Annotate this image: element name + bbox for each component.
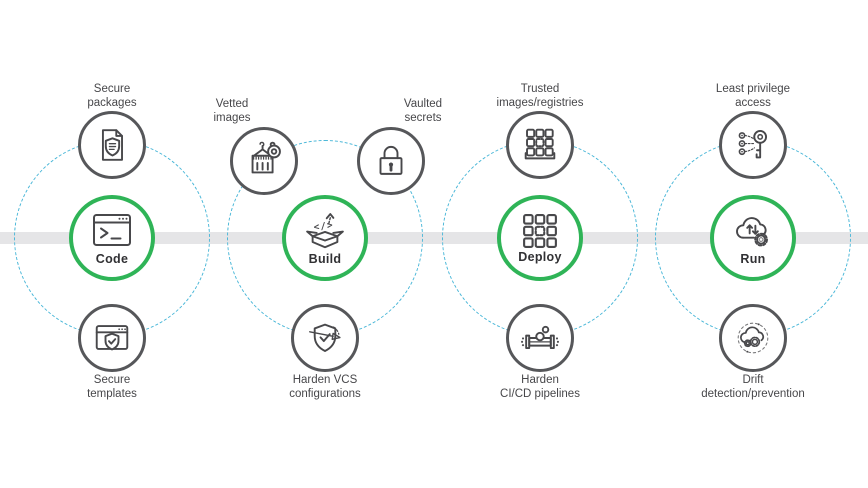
label-harden-vcs: Harden VCS configurations [289,374,361,400]
stage-circle-run: Run [710,195,796,281]
grid-tray-icon [524,128,556,160]
satellite-harden-vcs [291,304,359,372]
stage-circle-build: </> Build [282,195,368,281]
satellite-secure-packages [78,111,146,179]
label-secure-packages: Secure packages [87,83,137,109]
stage-circle-code: Code [69,195,155,281]
open-box-code-icon: </> [306,212,344,248]
pipeline-valve-icon [521,325,559,349]
padlock-icon [379,145,403,175]
label-vetted-images: Vetted images [213,98,251,124]
satellite-vetted-images [230,127,298,195]
code-glyph: </> [313,219,334,232]
satellite-harden-cicd [506,304,574,372]
satellite-least-privilege [719,111,787,179]
pipeline-bar [0,232,868,244]
label-trusted-images: Trusted images/registries [496,83,584,109]
key-access-icon [738,130,768,159]
satellite-drift-detection [719,304,787,372]
label-drift-detection: Drift detection/prevention [701,374,805,400]
cloud-gears-orbit-icon [737,322,769,354]
stage-label-run: Run [740,251,766,266]
stage-label-build: Build [308,251,342,266]
shield-check-pencil-icon [309,323,341,352]
cloud-sync-gear-icon [736,216,768,246]
container-crane-icon [251,141,281,174]
satellite-vaulted-secrets [357,127,425,195]
satellite-secure-templates [78,304,146,372]
label-harden-cicd: Harden CI/CD pipelines [500,374,580,400]
stage-label-deploy: Deploy [518,249,562,264]
terminal-window-icon [93,213,131,246]
grid-squares-icon [523,213,557,248]
stage-label-code: Code [95,251,129,266]
label-secure-templates: Secure templates [87,374,137,400]
label-least-privilege: Least privilege access [715,83,791,109]
stage-circle-deploy: Deploy [497,195,583,281]
label-vaulted-secrets: Vaulted secrets [403,98,443,124]
satellite-trusted-images [506,111,574,179]
document-shield-icon [101,129,123,161]
window-shield-check-icon [95,325,129,351]
